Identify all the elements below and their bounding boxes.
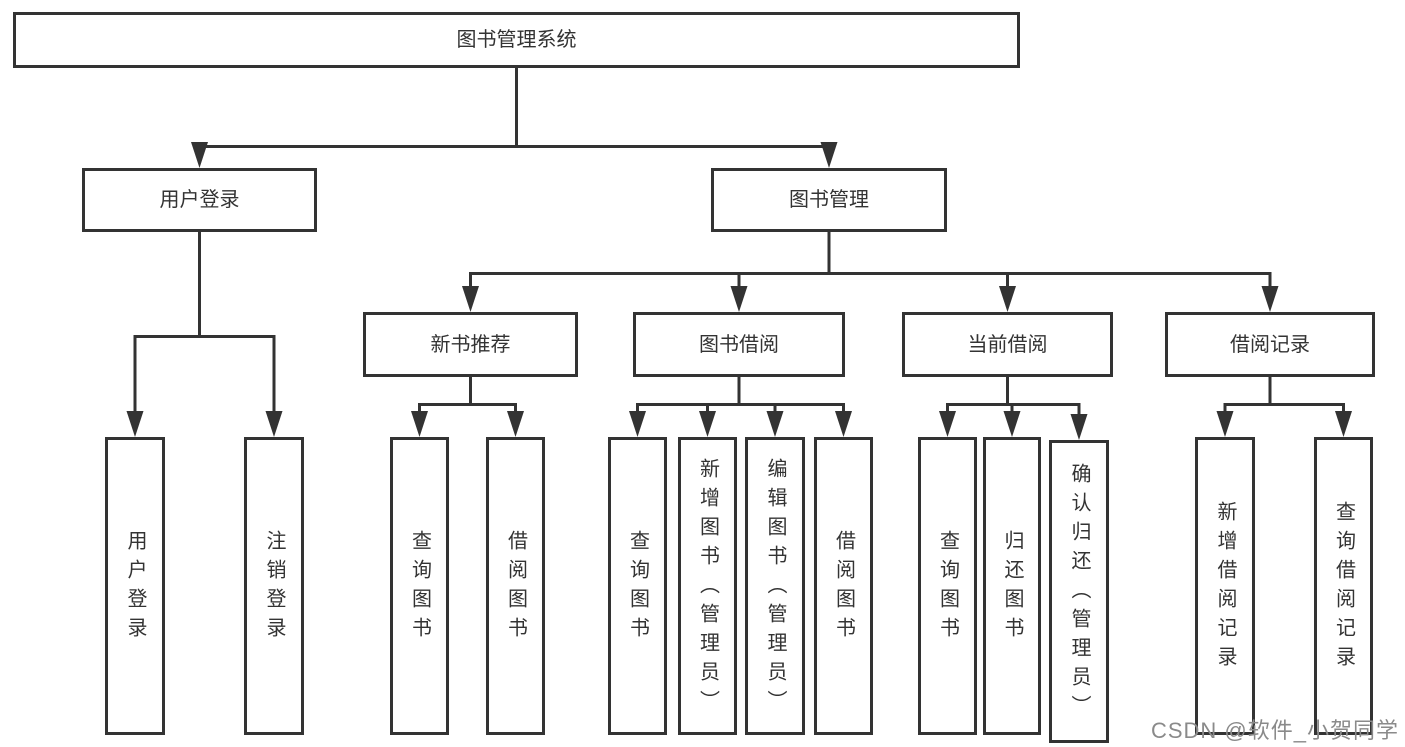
node-book-management: 图书管理 [711, 168, 947, 232]
node-current-borrowing: 当前借阅 [902, 312, 1113, 377]
node-new-book-recommend: 新书推荐 [363, 312, 578, 377]
leaf-add-book-admin: 新增图书（管理员） [678, 437, 737, 735]
leaf-add-borrow-record: 新增借阅记录 [1195, 437, 1255, 735]
leaf-return-books: 归还图书 [983, 437, 1041, 735]
node-library-system: 图书管理系统 [13, 12, 1020, 68]
leaf-logout: 注销登录 [244, 437, 304, 735]
leaf-query-books: 查询图书 [608, 437, 667, 735]
leaf-confirm-return-admin: 确认归还（管理员） [1049, 440, 1109, 743]
leaf-user-login: 用户登录 [105, 437, 165, 735]
leaf-query-books: 查询图书 [918, 437, 977, 735]
leaf-query-borrow-record: 查询借阅记录 [1314, 437, 1373, 735]
watermark: CSDN @软件_小贺同学 [1150, 718, 1399, 743]
leaf-borrow-books: 借阅图书 [814, 437, 873, 735]
node-borrow-records: 借阅记录 [1165, 312, 1375, 377]
node-book-borrowing: 图书借阅 [633, 312, 845, 377]
leaf-borrow-books: 借阅图书 [486, 437, 545, 735]
leaf-edit-book-admin: 编辑图书（管理员） [745, 437, 805, 735]
node-user-login: 用户登录 [82, 168, 317, 232]
leaf-query-books: 查询图书 [390, 437, 449, 735]
